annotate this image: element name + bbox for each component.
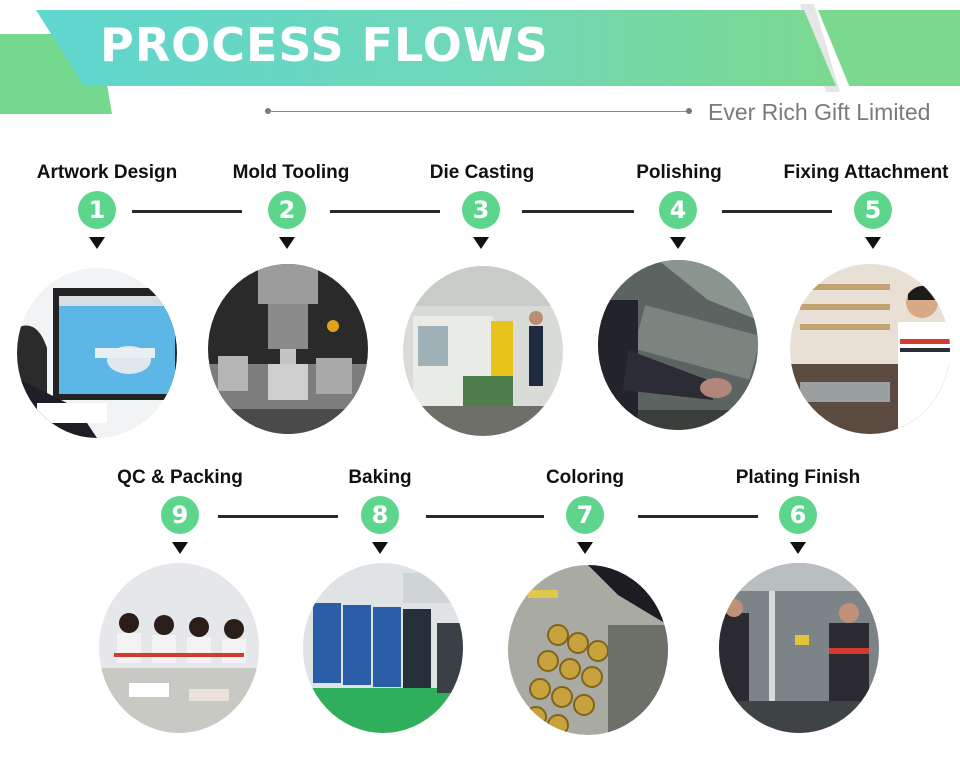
step-label: Coloring: [545, 467, 625, 488]
connector-1-2: [132, 210, 242, 213]
die-casting-machine-illustration: [403, 266, 563, 436]
down-arrow-icon: [670, 237, 686, 249]
step-number-badge: 6: [779, 496, 817, 534]
step-label: Artwork Design: [36, 162, 178, 183]
step-photo-plating-finish: [719, 563, 879, 733]
step-photo-qc-packing: [99, 563, 259, 733]
worker-fixing-attachments-illustration: [790, 264, 950, 434]
down-arrow-icon: [577, 542, 593, 554]
step-label: Polishing: [636, 162, 722, 183]
designer-at-computer-illustration: [17, 268, 177, 438]
step-photo-coloring: [508, 565, 668, 735]
step-photo-fixing-attachment: [790, 264, 950, 434]
step-label: Fixing Attachment: [783, 162, 949, 183]
step-label: Die Casting: [429, 162, 535, 183]
step-photo-die-casting: [403, 266, 563, 436]
banner-right-band: [818, 10, 960, 86]
step-photo-artwork-design: [17, 268, 177, 438]
step-photo-mold-tooling: [208, 264, 368, 434]
down-arrow-icon: [279, 237, 295, 249]
down-arrow-icon: [89, 237, 105, 249]
connector-4-5: [722, 210, 832, 213]
connector-8-7: [426, 515, 544, 518]
line-end-dot: [686, 108, 692, 114]
down-arrow-icon: [865, 237, 881, 249]
company-name: Ever Rich Gift Limited: [708, 99, 931, 125]
step-label: Mold Tooling: [232, 162, 350, 183]
down-arrow-icon: [473, 237, 489, 249]
page-title: PROCESS FLOWS: [100, 18, 549, 72]
step-number-badge: 8: [361, 496, 399, 534]
plating-line-workers-illustration: [719, 563, 879, 733]
hands-polishing-tray-illustration: [598, 260, 758, 430]
step-photo-baking: [303, 563, 463, 733]
cnc-milling-machine-illustration: [208, 264, 368, 434]
step-number-badge: 9: [161, 496, 199, 534]
down-arrow-icon: [790, 542, 806, 554]
header-banner: PROCESS FLOWS Ever Rich Gift Limited: [0, 0, 960, 125]
connector-3-4: [522, 210, 634, 213]
step-label: QC & Packing: [117, 467, 243, 488]
subtitle-line: [268, 111, 688, 112]
step-number-badge: 7: [566, 496, 604, 534]
connector-7-6: [638, 515, 758, 518]
step-label: Baking: [348, 467, 412, 488]
down-arrow-icon: [172, 542, 188, 554]
step-number-badge: 3: [462, 191, 500, 229]
down-arrow-icon: [372, 542, 388, 554]
coloring-coins-illustration: [508, 565, 668, 735]
step-photo-polishing: [598, 260, 758, 430]
connector-2-3: [330, 210, 440, 213]
qc-packing-team-illustration: [99, 563, 259, 733]
step-number-badge: 1: [78, 191, 116, 229]
step-number-badge: 5: [854, 191, 892, 229]
banner-main-band: [36, 10, 836, 86]
baking-ovens-illustration: [303, 563, 463, 733]
step-label: Plating Finish: [735, 467, 861, 488]
step-number-badge: 4: [659, 191, 697, 229]
step-number-badge: 2: [268, 191, 306, 229]
connector-9-8: [218, 515, 338, 518]
